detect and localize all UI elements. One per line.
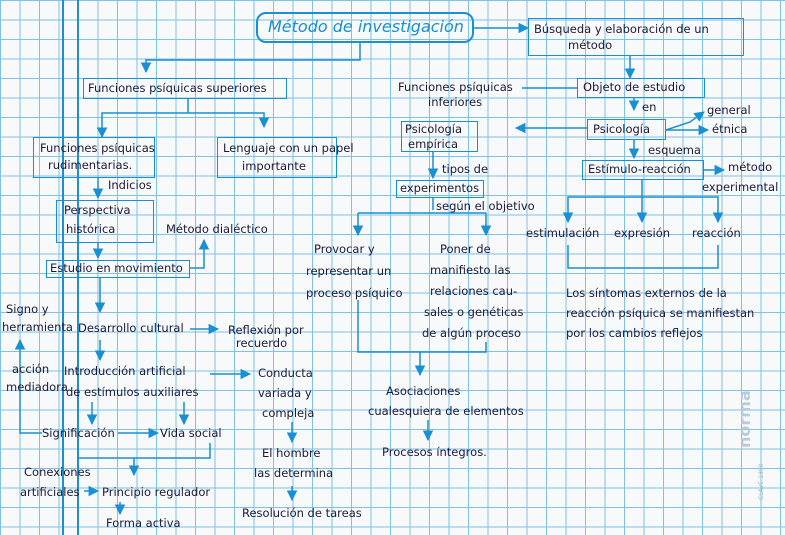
node-reflexion-2: recuerdo bbox=[236, 336, 288, 350]
connector bbox=[642, 196, 724, 224]
connector bbox=[77, 443, 211, 459]
node-psicologia-empirica: Psicología bbox=[405, 122, 463, 136]
node-box-objeto bbox=[577, 78, 705, 98]
connector bbox=[190, 238, 210, 269]
node-asociaciones: Asociaciones bbox=[386, 384, 461, 398]
node-perspectiva: Perspectiva bbox=[64, 203, 131, 217]
node-lenguaje-2: importante bbox=[242, 159, 306, 173]
node-principio: Principio regulador bbox=[102, 485, 211, 499]
node-box-estimulo bbox=[582, 160, 704, 180]
node-significacion: Significación bbox=[42, 426, 115, 440]
node-estimulo: Estímulo-reacción bbox=[588, 162, 691, 176]
node-vida-social: Vida social bbox=[160, 426, 222, 440]
node-forma-activa: Forma activa bbox=[106, 516, 181, 530]
node-provocar-2: representar un bbox=[306, 264, 392, 278]
node-introduccion: Introducción artificial bbox=[64, 364, 186, 378]
node-poner-5: de algún proceso bbox=[422, 326, 522, 340]
node-rudimentarias: Funciones psíquicas bbox=[40, 141, 155, 155]
node-busqueda: Búsqueda y elaboración de un bbox=[534, 22, 709, 36]
node-conducta: Conducta bbox=[258, 366, 313, 380]
margin-line bbox=[62, 0, 64, 535]
node-poner-2: manifiesto las bbox=[430, 263, 511, 277]
title-box bbox=[256, 12, 474, 43]
node-accion: acción bbox=[12, 362, 50, 376]
node-experimentos: experimentos bbox=[400, 181, 480, 195]
node-lenguaje: Lenguaje con un papel bbox=[223, 141, 354, 155]
node-desarrollo: Desarrollo cultural bbox=[78, 321, 184, 335]
connector bbox=[14, 338, 42, 434]
node-metodo-experimental-2: experimental bbox=[702, 180, 779, 194]
node-poner: Poner de bbox=[440, 242, 491, 256]
node-accion-2: mediadora bbox=[6, 380, 68, 394]
node-box-lenguaje bbox=[217, 137, 337, 178]
node-hombre-2: las determina bbox=[254, 466, 334, 480]
connector bbox=[188, 112, 270, 129]
node-signo: Signo y bbox=[6, 302, 49, 316]
diagram-title: Método de investigación bbox=[268, 17, 464, 36]
node-general: general bbox=[707, 103, 751, 117]
node-conexiones-2: artificiales bbox=[20, 485, 80, 499]
connector bbox=[665, 111, 705, 131]
node-hombre: El hombre bbox=[262, 446, 321, 460]
node-asociaciones-2: cualesquiera de elementos bbox=[368, 404, 524, 418]
node-estimulacion: estimulación bbox=[526, 226, 600, 240]
node-rudimentarias-2: rudimentarias. bbox=[48, 158, 133, 172]
label-tipos: tipos de bbox=[442, 162, 489, 176]
label-esquema: esquema bbox=[648, 143, 701, 157]
node-box-busqueda bbox=[528, 18, 744, 56]
connector bbox=[96, 99, 189, 139]
node-funciones-inferiores: Funciones psíquicas bbox=[398, 80, 513, 94]
node-provocar-3: proceso psíquico bbox=[306, 286, 403, 300]
node-reflexion: Reflexión por bbox=[228, 323, 304, 337]
node-introduccion-2: de estímulos auxiliares bbox=[66, 385, 199, 399]
label-indicios: Indicios bbox=[108, 178, 152, 192]
node-expresion: expresión bbox=[614, 226, 671, 240]
node-perspectiva-2: histórica bbox=[66, 222, 116, 236]
node-box-estudio bbox=[46, 260, 190, 278]
node-provocar: Provocar y bbox=[314, 242, 375, 256]
node-funciones-inferiores-2: inferiores bbox=[428, 95, 483, 109]
node-box-perspectiva bbox=[56, 200, 154, 243]
node-conexiones: Conexiones bbox=[24, 465, 91, 479]
node-estudio: Estudio en movimiento bbox=[50, 261, 183, 275]
node-box-psicologia bbox=[587, 119, 666, 140]
node-sintomas: Los síntomas externos de la bbox=[566, 286, 727, 300]
node-funciones-superiores: Funciones psíquicas superiores bbox=[88, 81, 267, 95]
node-dialectico: Método dialéctico bbox=[166, 222, 268, 236]
margin-line bbox=[77, 0, 79, 535]
node-box-experimentos bbox=[396, 180, 484, 198]
connector bbox=[357, 300, 487, 353]
label-segun: según el objetivo bbox=[436, 199, 535, 213]
node-psicologia: Psicología bbox=[593, 122, 651, 136]
node-conducta-2: variada y bbox=[258, 386, 312, 400]
node-procesos: Procesos íntegros. bbox=[382, 445, 487, 459]
node-resolucion: Resolución de tareas bbox=[242, 506, 362, 520]
node-box-psicologia-empirica bbox=[401, 121, 478, 152]
label-en: en bbox=[642, 100, 657, 114]
node-box-funciones-superiores bbox=[83, 78, 287, 99]
node-signo-2: herramienta bbox=[2, 320, 73, 334]
node-conducta-3: compleja bbox=[262, 406, 315, 420]
node-psicologia-empirica-2: empírica bbox=[408, 137, 459, 151]
notebook-code: CLAVE 1390 bbox=[758, 463, 765, 500]
notebook-brand: norma bbox=[735, 390, 754, 448]
connector bbox=[567, 245, 719, 269]
node-box-rudimentarias bbox=[33, 137, 155, 178]
node-busqueda-2: método bbox=[568, 38, 613, 52]
node-sintomas-2: reacción psíquica se manifiestan bbox=[566, 306, 755, 320]
connector bbox=[562, 180, 643, 224]
node-reaccion: reacción bbox=[692, 226, 741, 240]
node-metodo-experimental: método bbox=[728, 160, 773, 174]
node-objeto: Objeto de estudio bbox=[583, 80, 686, 94]
node-poner-4: sales o genéticas bbox=[424, 305, 524, 319]
node-poner-3: relaciones cau- bbox=[430, 284, 518, 298]
node-sintomas-3: por los cambios reflejos bbox=[566, 326, 703, 340]
node-etnica: étnica bbox=[712, 122, 748, 136]
connector bbox=[140, 43, 361, 74]
